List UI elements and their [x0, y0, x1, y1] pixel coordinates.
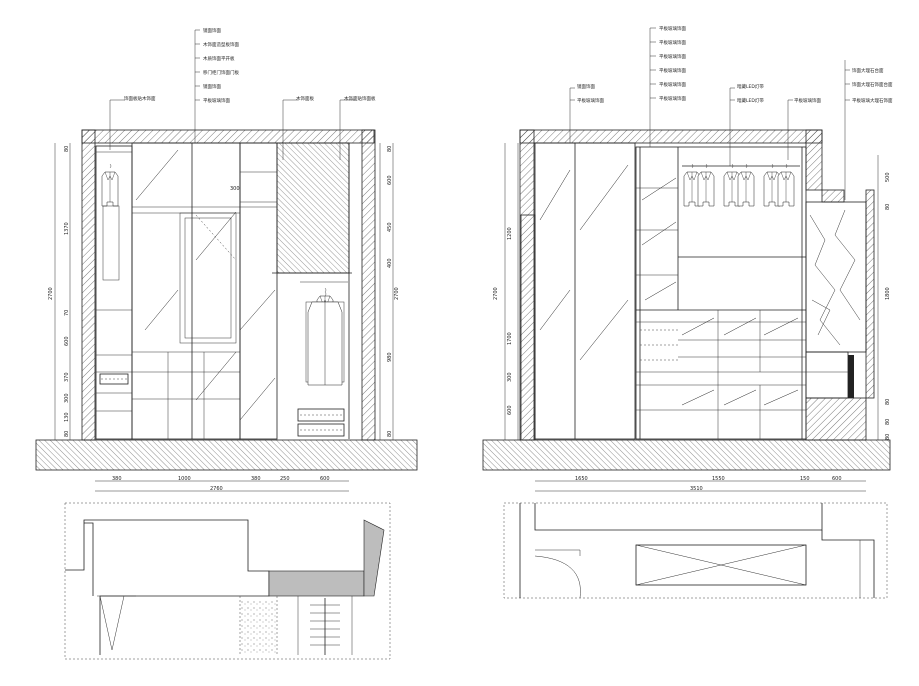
right-callout-top-6: 平板玻璃饰面	[659, 95, 686, 102]
left-wall-left	[81, 129, 96, 441]
right-callout-labels: 平板玻璃饰面 平板玻璃饰面 平板玻璃饰面 平板玻璃饰面 平板玻璃饰面 平板玻璃饰…	[577, 25, 893, 104]
left-dim-right-5: 980	[387, 352, 393, 362]
right-dim-total-bottom: 3510	[690, 486, 703, 492]
right-dim-bottom-1: 1650	[575, 476, 588, 482]
left-callout-side: 饰面板贴木饰面	[124, 95, 156, 102]
right-callout-top-5: 平板玻璃饰面	[659, 81, 686, 88]
right-callout-right-1: 饰面大理石台面	[852, 67, 884, 74]
left-dim-total-left: 2700	[48, 287, 54, 300]
right-dim-left-3: 300	[507, 372, 513, 382]
left-dim-bottom-4: 250	[280, 476, 290, 482]
right-dim-right-2: 80	[885, 204, 891, 210]
right-callout-right-3: 平板玻璃大理石饰面	[852, 97, 893, 104]
right-callout-left-1: 镜面饰面	[577, 83, 595, 90]
right-callout-top-4: 平板玻璃饰面	[659, 67, 686, 74]
left-stone-panel	[276, 142, 350, 274]
right-callout-right-2: 饰面大理石饰面台面	[852, 81, 893, 88]
left-dim-total-right: 2700	[394, 287, 400, 300]
right-dim-left-1: 1200	[507, 227, 513, 240]
left-dim-right-3: 450	[387, 222, 393, 232]
left-dim-total-bottom: 2760	[210, 486, 223, 492]
left-callout-top-6: 平板玻璃饰面	[203, 97, 230, 104]
left-callout-top-2: 木饰面造型板饰面	[203, 41, 239, 48]
left-dim-right-6: 80	[387, 431, 393, 437]
right-dimension-labels: 1650 1550 150 600 3510 2700 1200 1700 30…	[493, 172, 891, 492]
right-plan-walls	[519, 503, 875, 599]
right-dim-right-5: 80	[885, 419, 891, 425]
left-dim-right-1: 80	[387, 146, 393, 152]
left-callout-labels: 镜面饰面 木饰面造型板饰面 木质饰面平开板 移门柜门饰面门板 镜面饰面 平板玻璃…	[124, 27, 376, 104]
left-callout-right-2: 木饰面贴饰面板	[344, 95, 376, 102]
left-callout-top-3: 木质饰面平开板	[203, 55, 235, 62]
left-wall-right	[361, 129, 376, 441]
left-mirror-doors	[131, 142, 241, 440]
right-callout-mid-2: 暗藏LED灯带	[737, 97, 764, 104]
right-dim-right-6: 80	[885, 434, 891, 440]
right-dim-bottom-2: 1550	[712, 476, 725, 482]
left-dim-right-4: 400	[387, 258, 393, 268]
left-dim-left-7: 130	[64, 412, 70, 422]
left-plan-walls	[65, 519, 385, 655]
left-dim-left-6: 300	[64, 393, 70, 403]
left-dim-left-4: 600	[64, 336, 70, 346]
left-wall-top	[81, 129, 375, 144]
right-callout-top-1: 平板玻璃饰面	[659, 25, 686, 32]
right-mirror-doors	[534, 142, 636, 440]
left-callout-right-1: 木饰面板	[296, 95, 314, 102]
right-callout-top-3: 平板玻璃饰面	[659, 53, 686, 60]
left-plan-view	[64, 502, 391, 660]
right-dim-left-2: 1700	[507, 332, 513, 345]
right-dim-left-4: 600	[507, 405, 513, 415]
right-callout-left-2: 平板玻璃饰面	[577, 97, 604, 104]
left-dim-left-8: 80	[64, 431, 70, 437]
left-dimension-labels: 380 1000 380 250 600 2760 2700 2700 80 1…	[48, 146, 400, 492]
right-wall-top	[519, 129, 823, 144]
right-dim-bottom-3: 150	[800, 476, 810, 482]
left-dim-left-5: 370	[64, 372, 70, 382]
right-callout-mid-1: 暗藏LED灯带	[737, 83, 764, 90]
left-dim-left-1: 80	[64, 146, 70, 152]
right-dim-total-left: 2700	[493, 287, 499, 300]
right-elevation	[482, 27, 891, 599]
left-dim-right-2: 600	[387, 175, 393, 185]
right-dim-right-3: 1800	[885, 287, 891, 300]
right-callout-mid2: 平板玻璃饰面	[794, 97, 821, 104]
right-wall-left	[519, 129, 535, 441]
left-dim-left-3: 70	[64, 310, 70, 316]
left-dim-bottom-3: 380	[251, 476, 261, 482]
right-wall-right	[805, 129, 823, 191]
left-dim-small: 300	[230, 186, 240, 192]
right-plan-view	[503, 502, 888, 599]
right-callout-top-2: 平板玻璃饰面	[659, 39, 686, 46]
right-dim-right-4: 80	[885, 399, 891, 405]
left-dim-bottom-1: 380	[112, 476, 122, 482]
right-dim-bottom-4: 600	[832, 476, 842, 482]
left-callout-top-5: 镜面饰面	[203, 83, 221, 90]
left-callout-top-4: 移门柜门饰面门板	[203, 69, 239, 76]
left-dim-bottom-5: 600	[320, 476, 330, 482]
left-dim-bottom-2: 1000	[178, 476, 191, 482]
left-callout-top-1: 镜面饰面	[203, 27, 221, 34]
left-elevation	[35, 29, 418, 660]
right-marble-panel	[805, 201, 867, 353]
right-dim-right-1: 500	[885, 172, 891, 182]
left-floor-slab	[35, 439, 418, 471]
right-floor-slab	[482, 439, 891, 471]
left-dim-left-2: 1370	[64, 222, 70, 235]
